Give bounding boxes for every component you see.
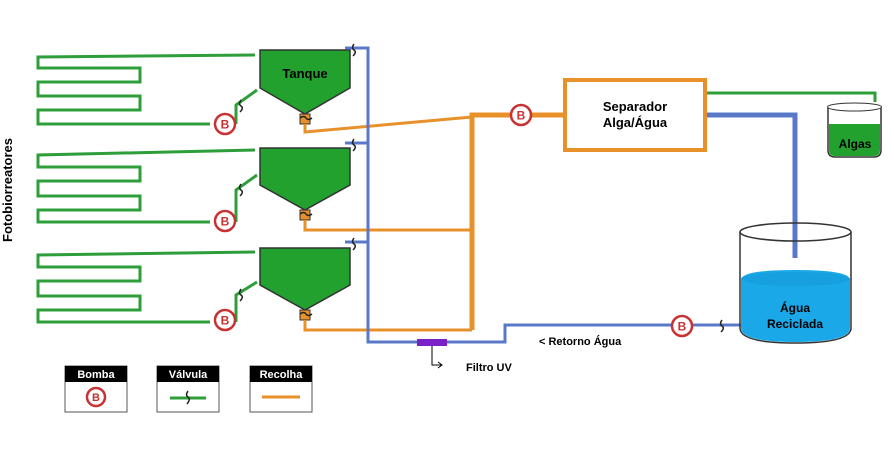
pump-icon: B: [670, 314, 694, 338]
legend-collection-label: Recolha: [260, 369, 304, 381]
pump-icon: B: [213, 112, 237, 136]
pump-icon: B: [213, 308, 237, 332]
photobioreactor-3: [36, 250, 256, 324]
pump-label: B: [221, 215, 230, 229]
water-label-1: Água: [780, 300, 810, 315]
legend-valve: Válvula: [156, 365, 220, 413]
valve-icon: [351, 43, 357, 57]
legend-pump: Bomba B: [64, 365, 128, 413]
legend-collection: Recolha: [249, 365, 313, 413]
water-label-2: Reciclada: [767, 317, 823, 331]
uv-filter-label: Filtro UV: [466, 362, 512, 374]
algae-line: [705, 91, 877, 102]
photobioreactor-1: [36, 53, 256, 126]
legend-pump-label: Bomba: [77, 369, 115, 381]
pump-label: B: [221, 314, 230, 328]
pump-icon: B: [213, 209, 237, 233]
valve-icon: [238, 183, 244, 197]
tank-2: [259, 147, 351, 221]
photobioreactor-2: [36, 148, 256, 224]
algae-beaker: Algas: [827, 102, 882, 158]
tank-label: Tanque: [282, 66, 327, 81]
recycled-water-tank: Água Reciclada: [739, 222, 852, 344]
photobioreactors-label: Fotobiorreatores: [0, 138, 15, 242]
legend: Bomba B Válvula Recolha: [64, 365, 313, 413]
valve-icon: [719, 319, 725, 333]
separator-water-line: [705, 112, 798, 258]
separator-label-1: Separador: [603, 99, 667, 114]
pump-icon: [85, 386, 107, 408]
valve-icon: [351, 237, 357, 251]
valve-icon: [238, 288, 244, 302]
valve-icons: [238, 43, 725, 333]
valve-icon: [351, 138, 357, 152]
separator-label-2: Alga/Água: [603, 115, 668, 130]
valve-icon: [299, 311, 313, 317]
collection-main-line: [469, 112, 565, 330]
collection-lines: [303, 115, 473, 332]
tank-1: [259, 49, 351, 125]
tank-3: [259, 247, 351, 321]
return-water-label: < Retorno Água: [539, 335, 622, 348]
algae-label: Algas: [839, 137, 872, 151]
pump-label: B: [678, 320, 687, 334]
uv-filter-icon: [417, 339, 447, 369]
valve-icon: [299, 115, 313, 121]
pump-label: B: [517, 109, 526, 123]
valve-icon: [238, 99, 244, 113]
reactor-feed-lines: [234, 88, 258, 322]
valve-icon: [185, 390, 191, 405]
legend-valve-label: Válvula: [169, 369, 208, 381]
legend-pump-symbol: B: [92, 392, 100, 404]
valve-icon: [299, 211, 313, 217]
pump-label: B: [221, 118, 230, 132]
separator-box: Separador Alga/Água: [563, 78, 707, 152]
pump-icon: B: [509, 103, 533, 127]
